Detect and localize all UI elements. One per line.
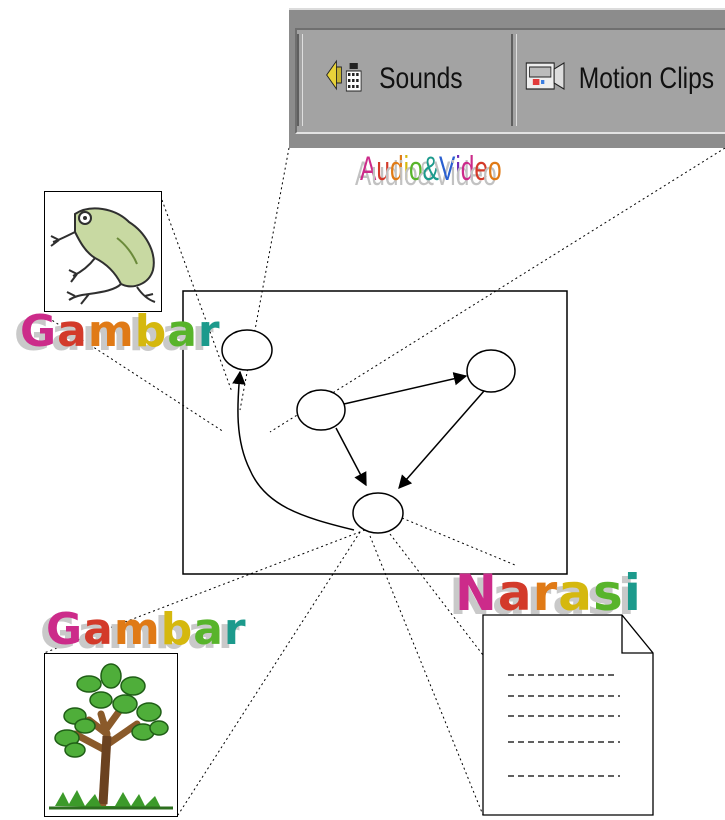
toolbar-separator: [297, 34, 303, 126]
media-toolbar: Sounds Motion Clips: [289, 8, 725, 148]
tree-image: [44, 653, 178, 817]
dotted-connectors: [43, 147, 725, 816]
frog-image: [44, 191, 162, 312]
arrow-bottom-to-top-left: [232, 370, 355, 531]
sounds-label: Sounds: [379, 62, 463, 95]
arrow-right-to-bottom: [398, 390, 485, 490]
sounds-button[interactable]: Sounds: [325, 36, 463, 122]
speaker-icon: [325, 55, 368, 103]
toolbar-separator: [511, 34, 517, 126]
video-camera-icon: [523, 55, 567, 103]
connector-toolbar-right: [269, 147, 725, 433]
motion-clips-button[interactable]: Motion Clips: [523, 36, 714, 122]
connector-frog-bottom: [43, 314, 225, 433]
motion-clips-label: Motion Clips: [578, 62, 715, 95]
connector-frog-top: [161, 199, 233, 393]
node-middle: [296, 389, 346, 431]
node-right: [466, 349, 516, 393]
tree-icon: [49, 663, 173, 810]
connector-narasi-top: [401, 517, 516, 566]
connector-tree-bottom: [177, 531, 361, 816]
document-icon: [482, 614, 654, 816]
arrow-middle-to-bottom: [335, 427, 367, 487]
audio-video-label: Audio & Video: [360, 150, 502, 188]
node-top-left: [221, 329, 273, 371]
narasi-label: Narasi: [455, 564, 642, 622]
gambar-label-top: Gambar: [20, 306, 221, 357]
connector-doc-bottom: [369, 535, 484, 816]
connector-doc-left: [389, 533, 484, 656]
node-bottom: [352, 492, 404, 534]
arrow-middle-to-right: [343, 372, 468, 405]
gambar-label-bottom: Gambar: [46, 604, 247, 655]
main-frame: [182, 290, 568, 575]
frog-icon: [50, 207, 156, 305]
connector-tree-top: [43, 529, 366, 654]
